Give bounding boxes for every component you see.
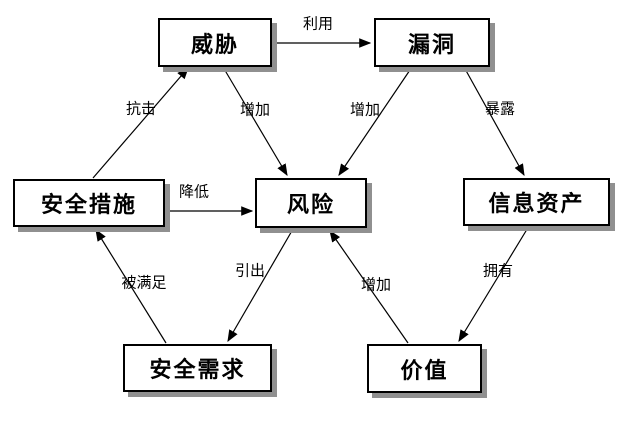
edge-label-lead-to: 引出	[234, 262, 266, 280]
edge-label-own: 拥有	[482, 262, 514, 280]
edge-increase-value-line	[329, 230, 409, 344]
node-security-requirements: 安全需求	[123, 344, 272, 392]
edge-increase-vuln-line	[338, 66, 413, 176]
edge-label-exploit: 利用	[302, 15, 334, 33]
node-risk: 风险	[255, 178, 367, 228]
edge-expose-line	[463, 66, 525, 177]
edge-resist-line	[92, 67, 189, 179]
node-security-measures: 安全措施	[13, 179, 165, 227]
edge-label-increase-threat: 增加	[239, 101, 271, 119]
edge-label-resist: 抗击	[125, 100, 157, 118]
edge-label-increase-vuln: 增加	[349, 101, 381, 119]
edge-label-expose: 暴露	[484, 100, 516, 118]
edge-label-satisfied-by: 被满足	[121, 274, 167, 292]
node-value: 价值	[367, 344, 482, 393]
node-info-assets: 信息资产	[463, 178, 610, 226]
edge-satisfied-line	[95, 228, 167, 344]
node-vulnerability: 漏洞	[374, 18, 490, 67]
edge-increase-threat-line	[222, 66, 288, 177]
edge-label-increase-value: 增加	[360, 276, 392, 294]
node-threat: 威胁	[158, 18, 272, 67]
edge-label-reduce: 降低	[178, 183, 210, 201]
edge-own-line	[458, 225, 530, 343]
edge-lead-line	[227, 228, 294, 343]
